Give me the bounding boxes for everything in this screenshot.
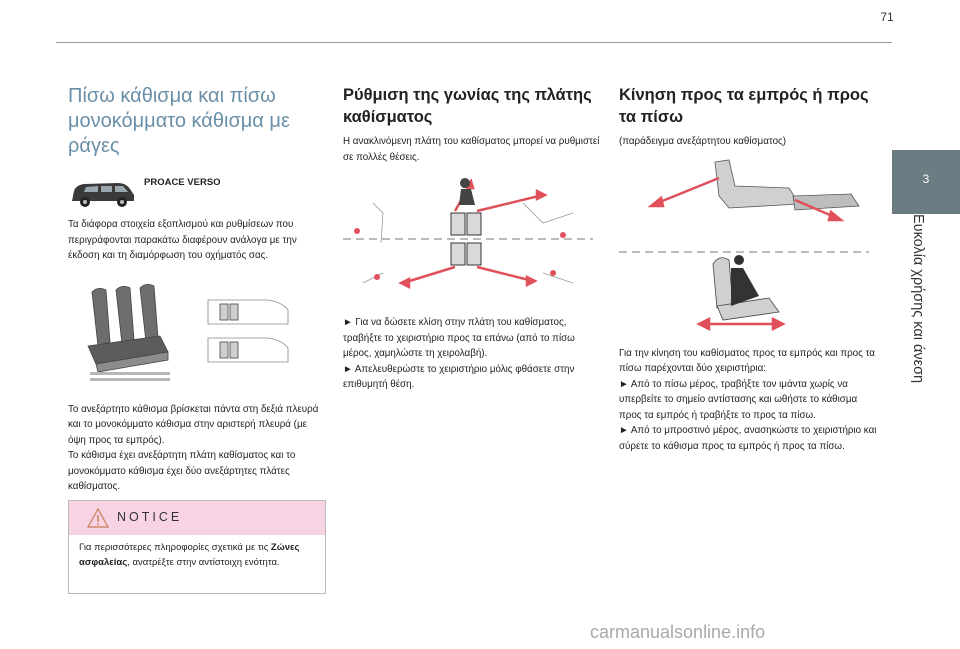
rear-seats-illustration bbox=[87, 283, 289, 381]
section-heading-slide: Κίνηση προς τα εμπρός ή προς τα πίσω bbox=[619, 86, 869, 126]
notice-title: NOTICE bbox=[117, 510, 183, 524]
chapter-title-vertical: Ευκολία χρήσης και άνεση bbox=[902, 214, 942, 594]
column-rear-seats: Πίσω κάθισμα και πίσω μονοκόμματο κάθισμ… bbox=[68, 70, 326, 495]
backrest-step-1: ► Για να δώσετε κλίση στην πλάτη του καθ… bbox=[343, 317, 575, 359]
watermark: carmanualsonline.info bbox=[590, 622, 766, 642]
slide-figure bbox=[619, 156, 881, 336]
notice-header: NOTICE bbox=[69, 501, 325, 535]
notice-body: Για περισσότερες πληροφορίες σχετικά με … bbox=[69, 535, 325, 575]
model-label: PROACE VERSO bbox=[144, 177, 221, 188]
chapter-tab[interactable]: 3 bbox=[892, 150, 960, 214]
slide-subtitle: (παράδειγμα ανεξάρτητου καθίσματος) bbox=[619, 136, 787, 147]
section-heading-rear-seats: Πίσω κάθισμα και πίσω μονοκόμματο κάθισμ… bbox=[68, 85, 290, 157]
notice-text: Για περισσότερες πληροφορίες σχετικά με … bbox=[79, 540, 315, 570]
body-paragraph-2: Το κάθισμα έχει ανεξάρτητη πλάτη καθίσμα… bbox=[68, 450, 296, 492]
model-row: PROACE VERSO bbox=[68, 177, 326, 217]
backrest-illustration bbox=[343, 178, 593, 290]
chapter-title: Ευκολία χρήσης και άνεση bbox=[910, 214, 926, 384]
notice-text-start: Για περισσότερες πληροφορίες σχετικά με … bbox=[79, 542, 271, 553]
slide-step-2: ► Από το μπροστινό μέρος, ανασηκώστε το … bbox=[619, 425, 877, 452]
section-heading-backrest: Ρύθμιση της γωνίας της πλάτης καθίσματος bbox=[343, 86, 592, 126]
page-number: 71 bbox=[880, 10, 894, 24]
column-backrest-angle: Ρύθμιση της γωνίας της πλάτης καθίσματος… bbox=[343, 70, 601, 393]
van-icon bbox=[72, 183, 134, 207]
notice-seatbelts-link[interactable]: Ζώνες ασφαλείας bbox=[79, 542, 300, 568]
warning-triangle-icon bbox=[87, 508, 109, 528]
column-slide-seat: Κίνηση προς τα εμπρός ή προς τα πίσω (πα… bbox=[619, 70, 881, 454]
backrest-figure bbox=[343, 173, 601, 303]
backrest-intro: Η ανακλινόμενη πλάτη του καθίσματος μπορ… bbox=[343, 136, 600, 163]
top-divider bbox=[56, 42, 892, 43]
body-paragraph-1: Το ανεξάρτητο κάθισμα βρίσκεται πάντα στ… bbox=[68, 403, 319, 446]
notice-box: NOTICE Για περισσότερες πληροφορίες σχετ… bbox=[68, 500, 326, 594]
backrest-step-2: ► Απελευθερώστε το χειριστήριο μόλις φθά… bbox=[343, 363, 575, 391]
slide-illustration bbox=[619, 159, 869, 331]
notice-text-end: , ανατρέξτε στην αντίστοιχη ενότητα. bbox=[127, 557, 280, 568]
intro-text: Τα διάφορα στοιχεία εξοπλισμού και ρυθμί… bbox=[68, 219, 297, 261]
rear-seats-figure bbox=[68, 280, 326, 388]
chapter-number: 3 bbox=[922, 172, 930, 186]
slide-step-1: ► Από το πίσω μέρος, τραβήξτε τον ιμάντα… bbox=[619, 378, 858, 421]
slide-intro: Για την κίνηση του καθίσματος προς τα εμ… bbox=[619, 347, 875, 375]
